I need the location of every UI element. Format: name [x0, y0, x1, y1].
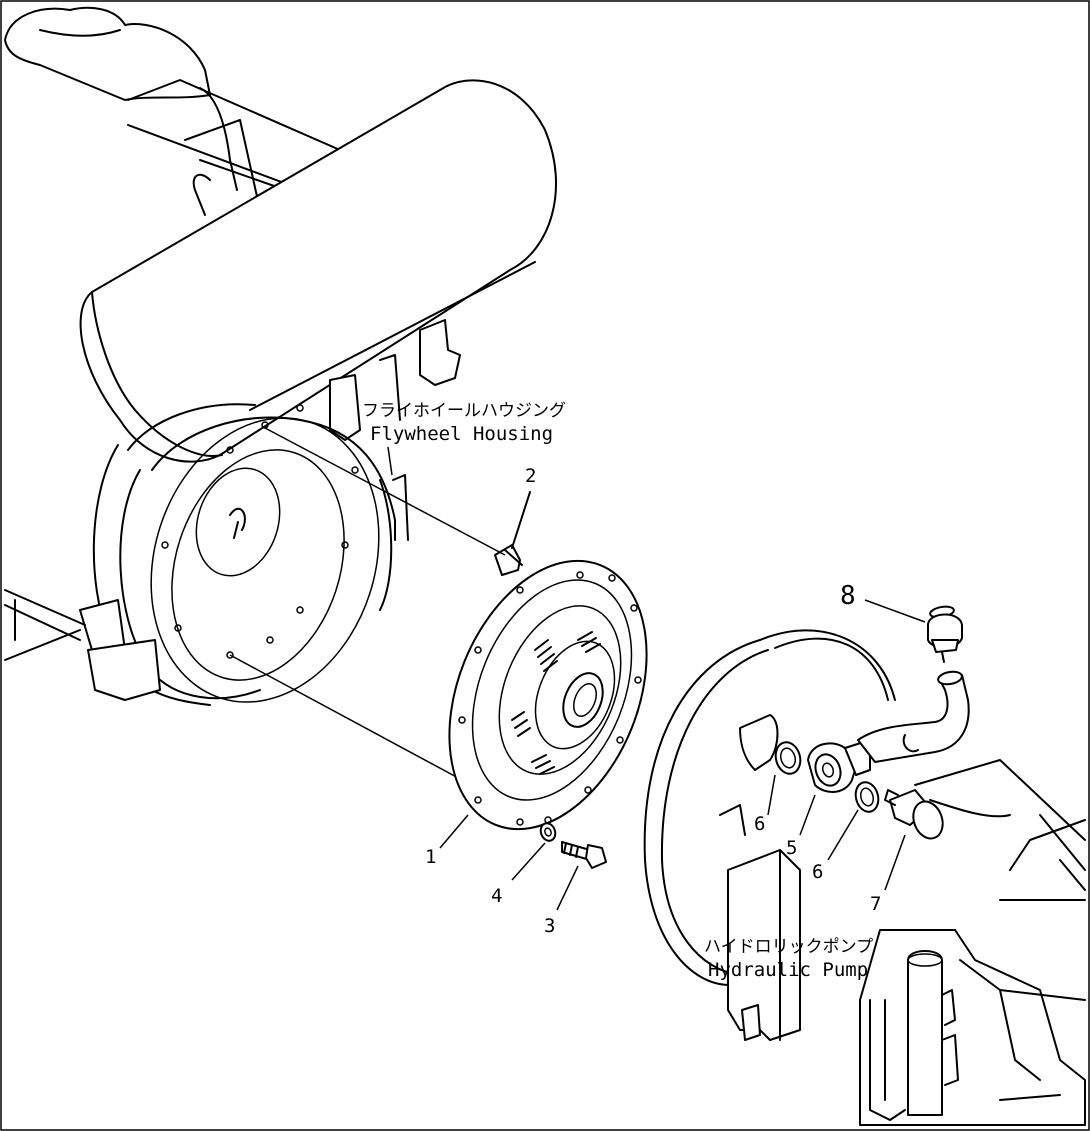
callout-4: 4 — [491, 885, 502, 907]
o-ring-part-6-upper — [774, 741, 802, 775]
breather-cap-part-8 — [927, 605, 963, 663]
hydraulic-pump-label-jp: ハイドロリックポンプ — [704, 937, 873, 957]
callout-7: 7 — [870, 893, 881, 915]
bolt-part-3 — [561, 841, 607, 869]
callout-6-upper: 6 — [754, 813, 765, 835]
hydraulic-pump-label-en: Hydraulic Pump — [708, 959, 868, 981]
pump-port-boss — [739, 714, 779, 771]
dowel-pin-part-2 — [494, 491, 531, 576]
plug-part-7 — [884, 789, 944, 840]
callout-3: 3 — [544, 915, 555, 937]
flywheel-bolt-holes — [161, 404, 359, 659]
centerline-upper — [264, 427, 506, 556]
engine-assembly — [4, 6, 557, 706]
callout-5: 5 — [786, 837, 797, 859]
o-ring-part-6-lower — [854, 781, 880, 813]
callout-8: 8 — [840, 581, 856, 611]
leader-lines — [387, 446, 926, 935]
damper-springs — [511, 631, 601, 775]
damper-disc-part-1 — [448, 559, 648, 831]
hydraulic-pump-assembly — [643, 629, 1086, 1126]
elbow-fitting-part-5 — [807, 670, 970, 793]
callout-6-lower: 6 — [812, 861, 823, 883]
flywheel-housing-label-jp: フライホイールハウジング — [362, 401, 566, 421]
centerline-lower — [229, 654, 463, 781]
callout-1: 1 — [425, 846, 436, 868]
washer-part-4 — [539, 822, 557, 842]
flywheel-housing-label-en: Flywheel Housing — [370, 423, 553, 445]
callout-2: 2 — [525, 465, 536, 487]
